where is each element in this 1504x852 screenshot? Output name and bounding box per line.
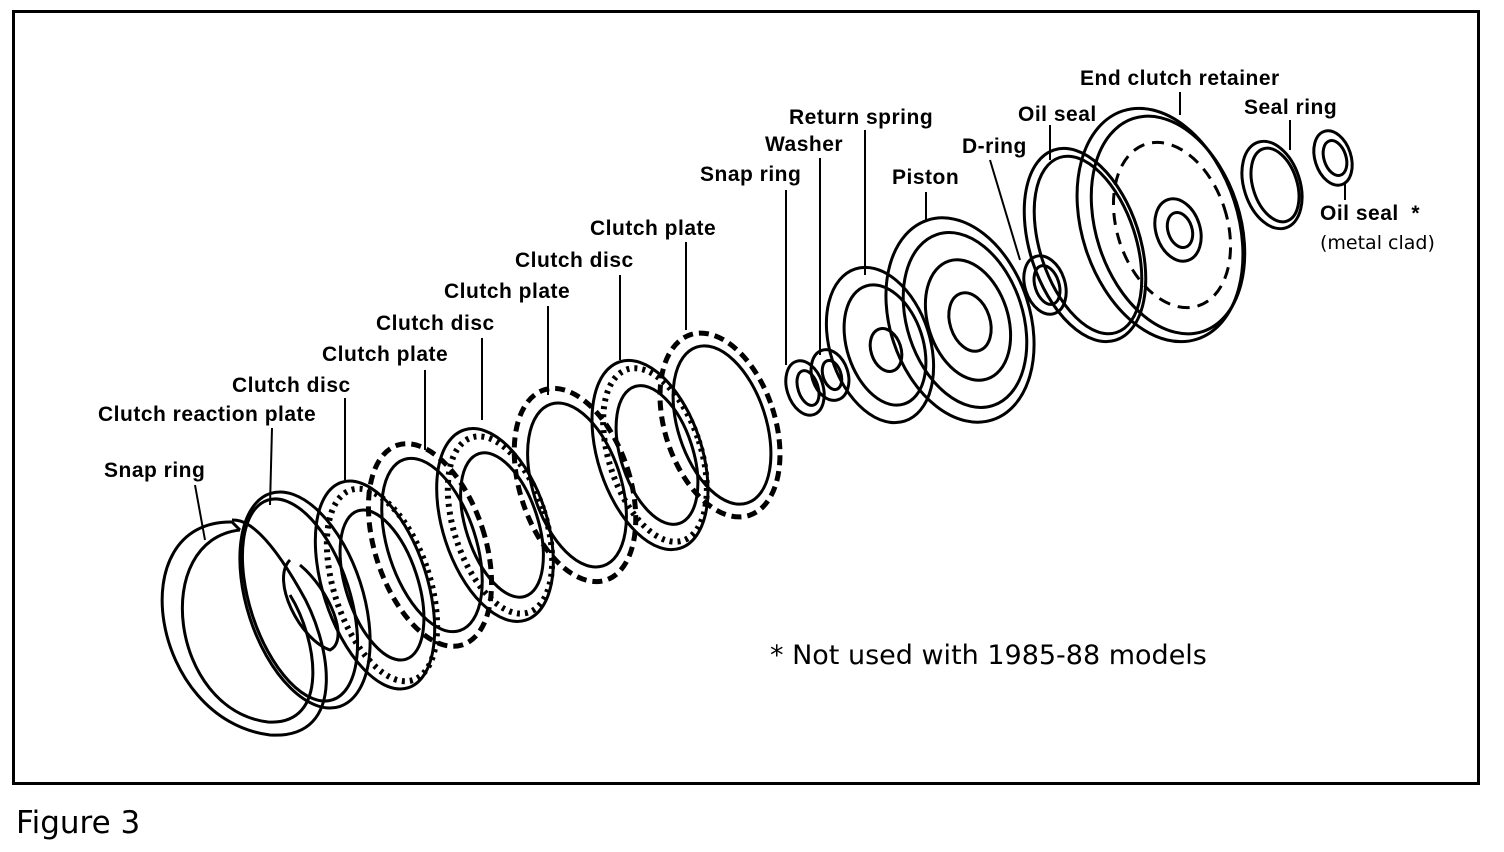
oil-seal-part <box>1022 146 1148 344</box>
piston-label: Piston <box>892 166 960 189</box>
washer-part <box>809 348 851 402</box>
end-clutch-retainer-part <box>1075 106 1247 344</box>
footnote: * Not used with 1985-88 models <box>770 640 1207 671</box>
piston-part <box>884 216 1036 424</box>
figure-caption: Figure 3 <box>16 805 141 841</box>
diagram-frame <box>12 10 1480 785</box>
clutch-plate-2-label: Clutch plate <box>444 280 571 303</box>
snap-ring-right-label: Snap ring <box>700 163 802 186</box>
washer-label: Washer <box>765 133 844 156</box>
clutch-reaction-plate-label: Clutch reaction plate <box>98 403 317 426</box>
clutch-disc-3-part <box>590 358 710 552</box>
clutch-plate-3-part <box>657 330 783 520</box>
end-clutch-retainer-label: End clutch retainer <box>1080 67 1280 90</box>
seal-ring-part <box>1240 139 1304 231</box>
snap-ring-right-part <box>784 359 826 417</box>
clutch-disc-1-part <box>313 479 441 691</box>
clutch-disc-2-part <box>435 427 556 623</box>
oil-seal-label: Oil seal <box>1018 103 1097 126</box>
oil-seal-metal-clad-part <box>1312 129 1354 187</box>
metal-clad-label: (metal clad) <box>1320 232 1435 254</box>
clutch-plate-1-label: Clutch plate <box>322 343 449 366</box>
clutch-plate-1-part <box>365 441 495 649</box>
snap-ring-left-part <box>160 518 328 737</box>
oil-seal-metal-label: Oil seal * <box>1320 202 1421 225</box>
snap-ring-left-label: Snap ring <box>104 459 206 482</box>
clutch-disc-3-label: Clutch disc <box>515 249 634 272</box>
leader-lines <box>194 92 1346 541</box>
d-ring-label: D-ring <box>962 135 1027 158</box>
clutch-disc-1-label: Clutch disc <box>232 374 351 397</box>
return-spring-label: Return spring <box>789 106 934 129</box>
seal-ring-label: Seal ring <box>1244 96 1338 119</box>
clutch-plate-2-part <box>511 385 639 585</box>
clutch-disc-2-label: Clutch disc <box>376 312 495 335</box>
clutch-plate-3-label: Clutch plate <box>590 217 717 240</box>
d-ring-part <box>1022 254 1068 316</box>
